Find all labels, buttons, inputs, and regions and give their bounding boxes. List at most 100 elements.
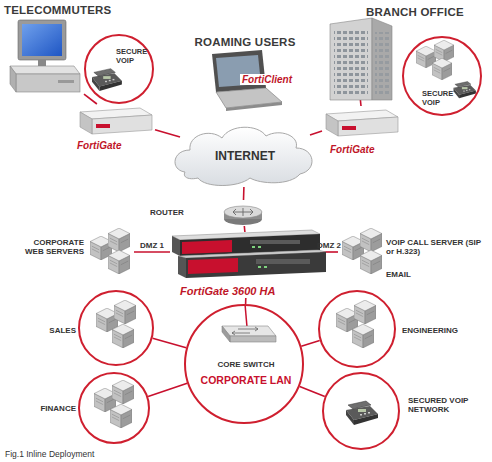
office-building bbox=[375, 32, 389, 96]
switch-wire bbox=[245, 304, 247, 327]
server-icon bbox=[360, 250, 382, 274]
core-switch-icon bbox=[222, 326, 230, 342]
link-line bbox=[301, 341, 319, 347]
firewall-appliance bbox=[80, 112, 92, 134]
voip-phone bbox=[346, 401, 378, 425]
router-icon bbox=[224, 206, 262, 225]
server-icon bbox=[416, 40, 454, 80]
callout-circle: SECURE VOIP bbox=[84, 34, 154, 104]
lan-circle: CORE SWITCHCORPORATE LAN bbox=[184, 304, 304, 424]
internet-cloud bbox=[175, 127, 312, 185]
desktop-computer bbox=[38, 60, 46, 66]
core-switch-icon bbox=[230, 336, 276, 342]
heading: BRANCH OFFICE bbox=[366, 6, 466, 18]
voip-phone bbox=[92, 69, 122, 91]
core-switch-icon bbox=[232, 327, 258, 335]
firewall-appliance bbox=[342, 126, 356, 130]
link-line bbox=[134, 251, 170, 253]
node-label: SECURED VOIP NETWORK bbox=[408, 396, 482, 414]
desktop-computer bbox=[16, 74, 80, 92]
server-icon bbox=[112, 380, 134, 404]
firewall-cluster bbox=[250, 240, 300, 244]
node-label: CORPORATE WEB SERVERS bbox=[24, 238, 84, 256]
firewall-cluster bbox=[182, 240, 232, 254]
node-label: CORE SWITCH bbox=[196, 360, 296, 369]
desktop-computer bbox=[10, 66, 80, 74]
figure-caption: Fig.1 Inline Deployment bbox=[5, 449, 94, 459]
node-label: ROUTER bbox=[150, 208, 210, 217]
voip-phone bbox=[92, 69, 122, 91]
device-node: ROUTER bbox=[150, 200, 265, 226]
voip-phone bbox=[454, 82, 476, 99]
logo-text: FortiGate 3600 HA bbox=[180, 285, 320, 297]
link-label: DMZ 2 bbox=[317, 241, 341, 250]
link-line bbox=[243, 187, 245, 200]
link-line bbox=[310, 131, 322, 135]
firewall-cluster bbox=[264, 266, 267, 268]
server-icon bbox=[360, 228, 382, 252]
node-label: FINANCE bbox=[36, 404, 76, 413]
link-line bbox=[244, 226, 246, 232]
device-node: FortiGate bbox=[322, 106, 407, 158]
router-icon bbox=[233, 208, 253, 216]
firewall-appliance bbox=[96, 124, 110, 128]
firewall-appliance bbox=[326, 110, 398, 136]
node-label: SALES bbox=[44, 326, 76, 335]
firewall-cluster bbox=[172, 230, 326, 278]
group-circle: SALES bbox=[78, 290, 154, 366]
server-icon bbox=[114, 300, 136, 324]
server-icon bbox=[112, 324, 134, 348]
firewall-cluster bbox=[256, 259, 310, 264]
link-line bbox=[155, 130, 180, 137]
node-label: EMAIL bbox=[386, 270, 446, 279]
node-label: INTERNET bbox=[180, 149, 310, 163]
group-circle: ENGINEERING bbox=[318, 290, 396, 368]
voip-phone bbox=[346, 401, 378, 425]
device-node: ROAMING USERSFortiClient bbox=[180, 36, 310, 118]
node-label: SECURE VOIP bbox=[116, 48, 152, 65]
link-line bbox=[84, 94, 97, 104]
heading: TELECOMMUTERS bbox=[4, 4, 114, 16]
laptop bbox=[212, 50, 266, 92]
laptop bbox=[226, 102, 282, 111]
firewall-cluster bbox=[258, 246, 261, 248]
server-icon bbox=[434, 40, 454, 62]
server-icon bbox=[352, 324, 374, 348]
firewall-appliance bbox=[80, 108, 152, 134]
heading: ROAMING USERS bbox=[180, 36, 310, 48]
firewall-cluster bbox=[186, 252, 326, 278]
switch-wire bbox=[245, 304, 247, 327]
node-label: SECURE VOIP bbox=[422, 90, 458, 107]
server-icon bbox=[354, 300, 376, 324]
device-node: FortiGate bbox=[75, 104, 155, 154]
server-icon bbox=[336, 300, 376, 348]
firewall-cluster bbox=[178, 256, 186, 278]
firewall-appliance bbox=[92, 115, 152, 134]
firewall-cluster bbox=[172, 236, 180, 256]
server-icon bbox=[94, 380, 134, 428]
cloud-node: INTERNET bbox=[180, 125, 310, 187]
desktop-computer bbox=[58, 80, 74, 83]
office-building bbox=[330, 18, 392, 100]
link-line bbox=[360, 100, 362, 106]
desktop-computer bbox=[18, 20, 66, 60]
firewall-cluster bbox=[258, 266, 261, 268]
logo-text: FortiGate bbox=[330, 144, 406, 155]
logo-text: FortiClient bbox=[240, 74, 320, 85]
device-node: BRANCH OFFICE bbox=[318, 2, 460, 100]
link-line bbox=[148, 383, 187, 396]
firewall-appliance bbox=[338, 117, 398, 136]
core-switch-icon bbox=[222, 326, 276, 336]
firewall-cluster bbox=[252, 246, 255, 248]
node-label: VOIP CALL SERVER (SIP or H.323) bbox=[386, 238, 490, 256]
firewall-appliance bbox=[326, 114, 338, 136]
voip-phone bbox=[454, 82, 476, 99]
link-label: DMZ 1 bbox=[140, 241, 164, 250]
server-icon bbox=[342, 228, 382, 274]
server-icon bbox=[108, 250, 130, 274]
router-icon bbox=[224, 206, 262, 218]
server-icon bbox=[432, 58, 452, 80]
server-icon bbox=[110, 404, 132, 428]
